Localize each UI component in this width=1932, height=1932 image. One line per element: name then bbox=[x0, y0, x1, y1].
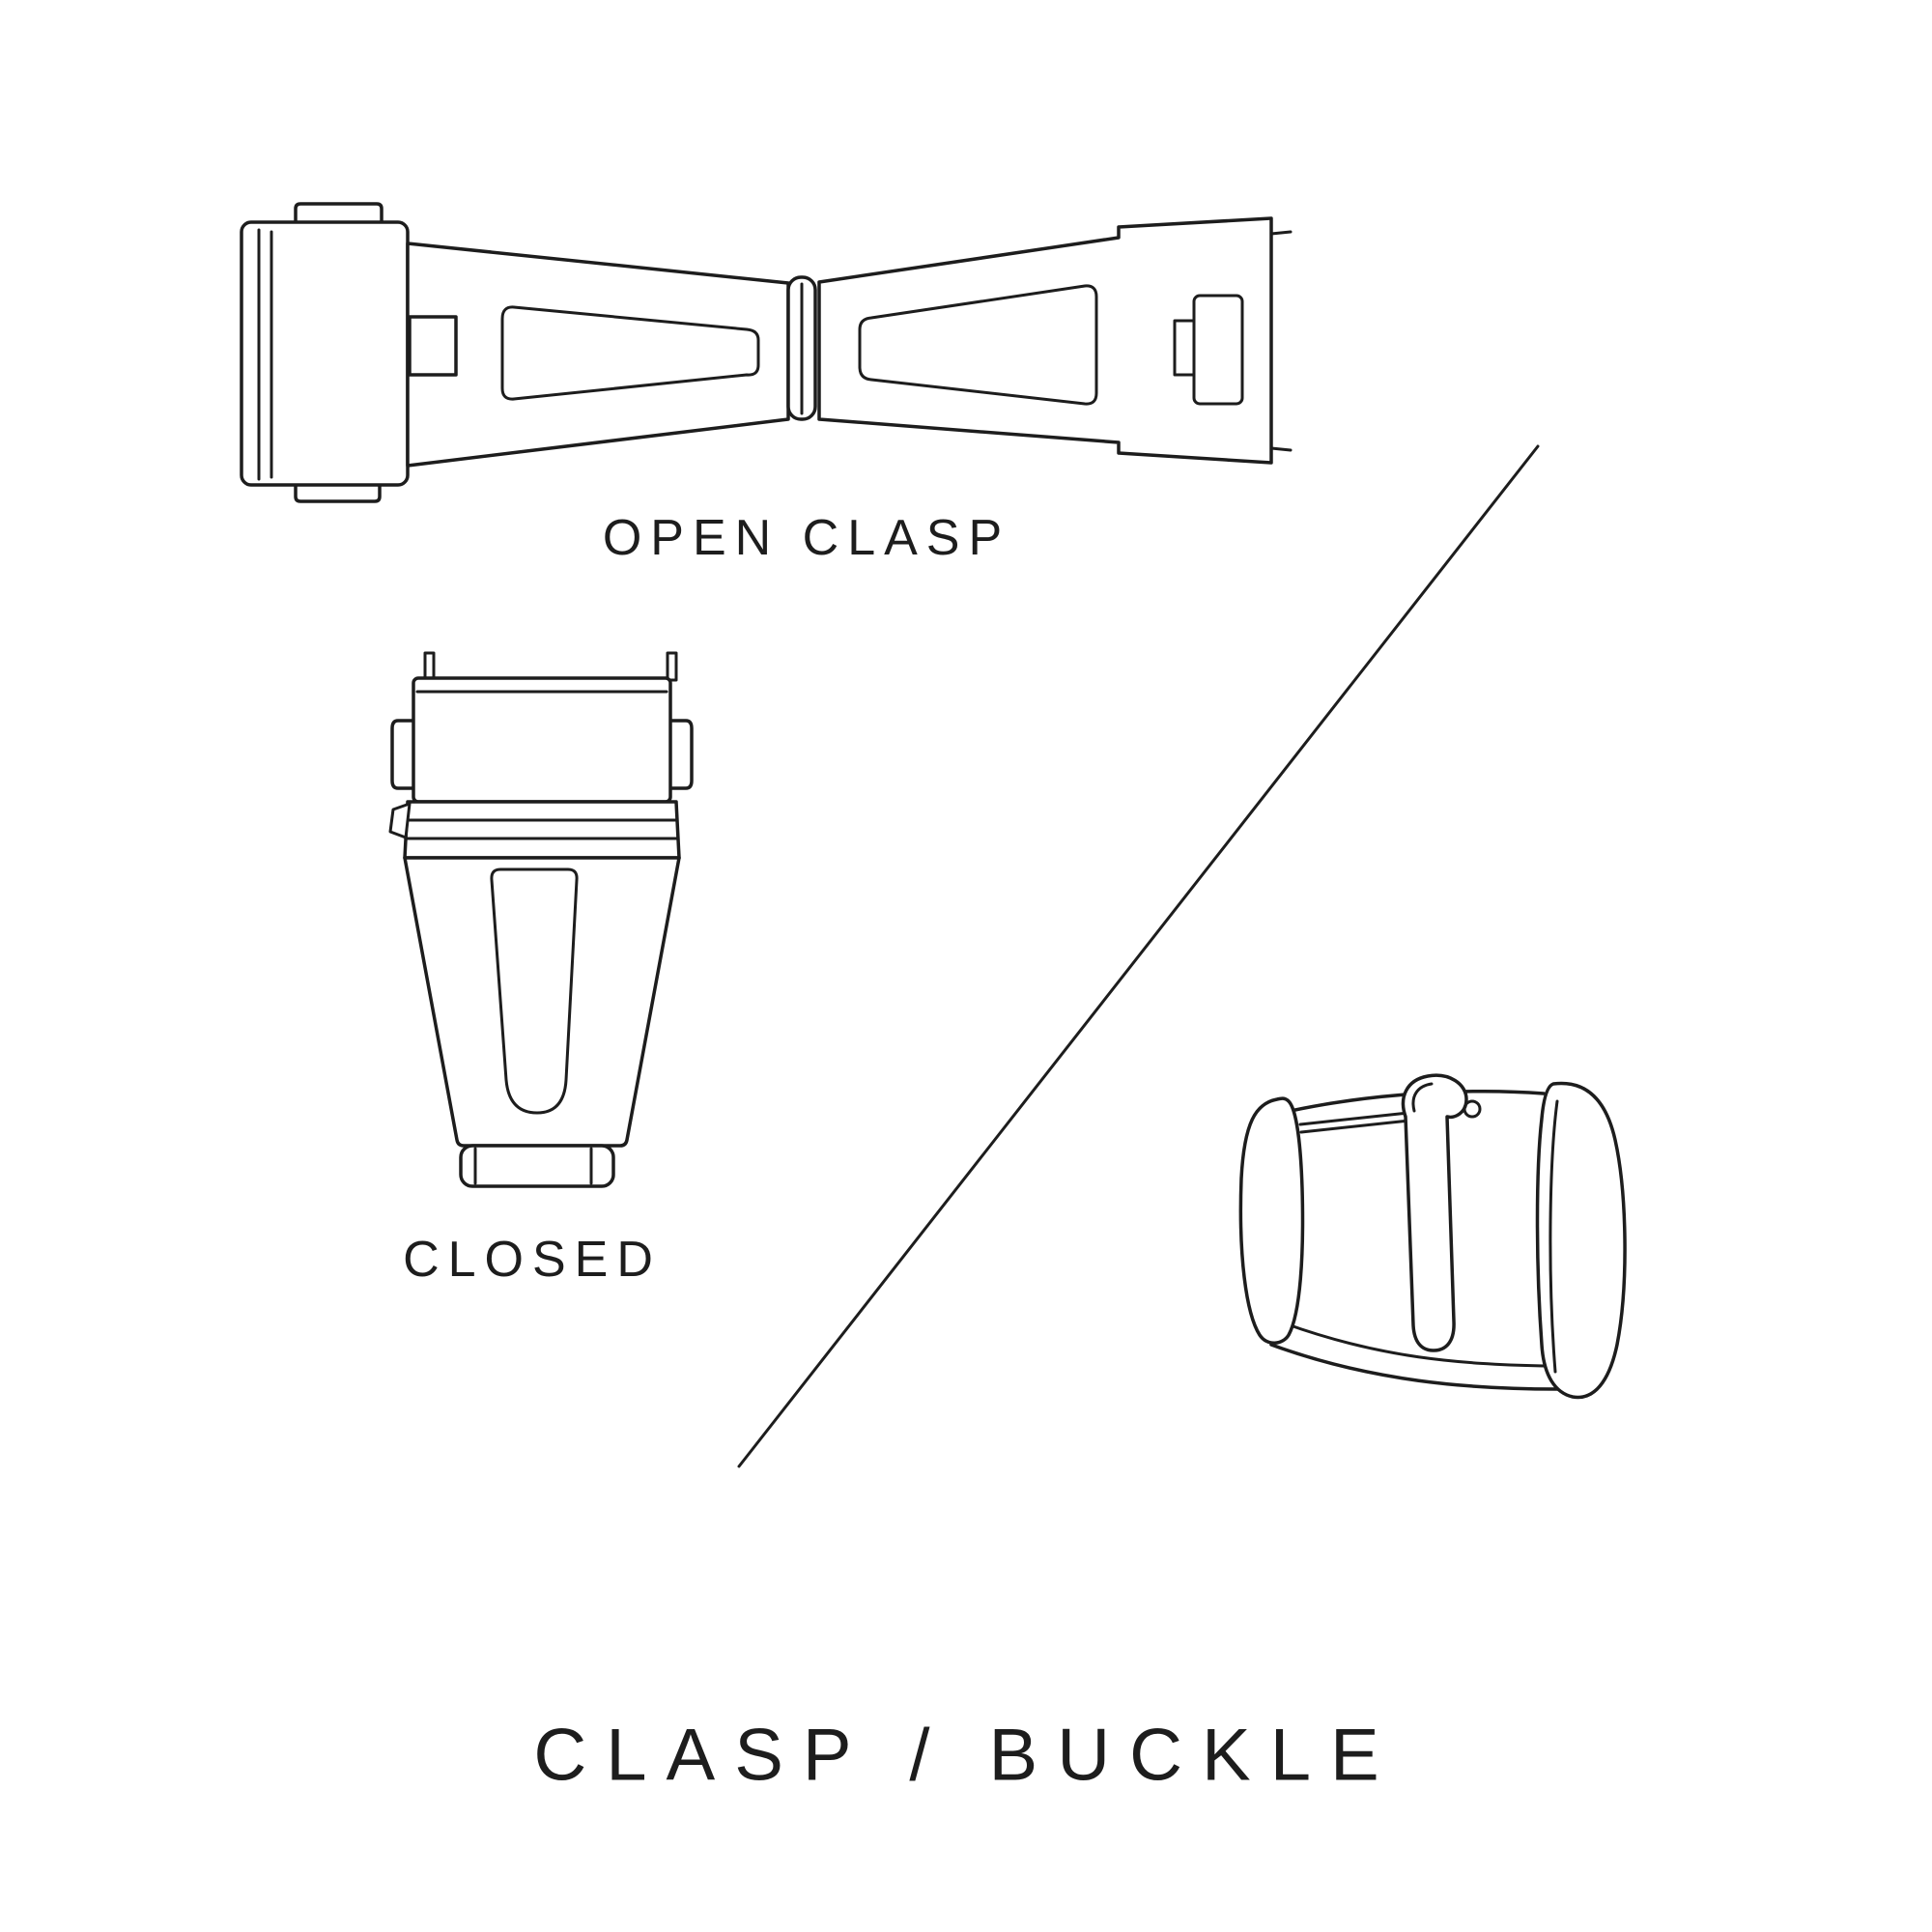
divider-line bbox=[737, 444, 1540, 1468]
buckle-illustration bbox=[1238, 1073, 1627, 1400]
closed-clasp-illustration bbox=[388, 651, 694, 1188]
open-clasp-caption: OPEN CLASP bbox=[602, 510, 1011, 566]
closed-caption: CLOSED bbox=[403, 1232, 662, 1288]
diagram-title: CLASP / BUCKLE bbox=[533, 1714, 1399, 1797]
open-clasp-illustration bbox=[240, 202, 1293, 503]
